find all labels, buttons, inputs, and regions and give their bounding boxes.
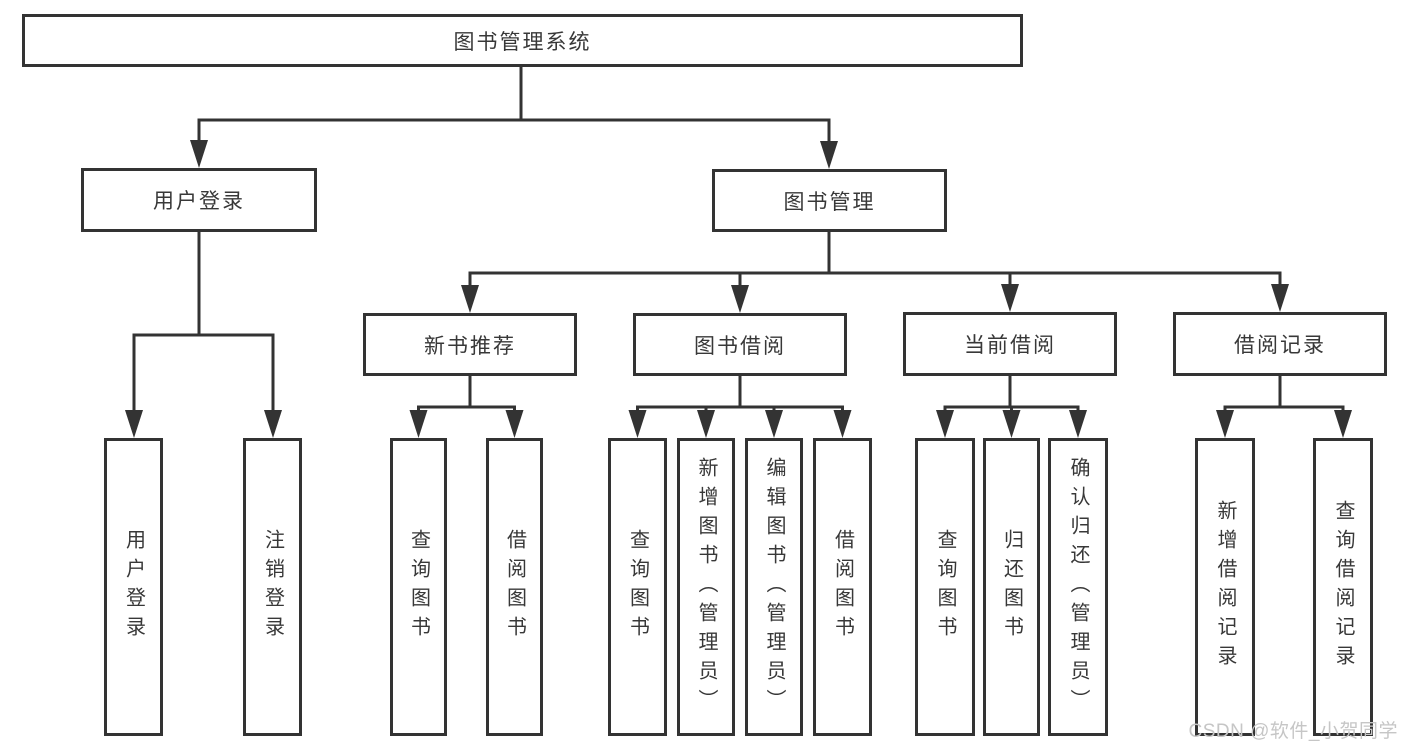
leaf-cb-query-books-label: 查询图书 [934, 529, 956, 645]
leaf-rec-borrow-books-label: 借阅图书 [503, 529, 526, 645]
leaf-br-add-record: 新增借阅记录 [1195, 438, 1255, 736]
connector-user-login-to-leaves [125, 232, 282, 438]
leaf-bb-query-books-label: 查询图书 [626, 529, 649, 645]
leaf-cb-confirm-return-label: 确认归还（管理员） [1067, 456, 1089, 718]
node-borrow-records: 借阅记录 [1173, 312, 1387, 376]
leaf-br-query-record: 查询借阅记录 [1313, 438, 1373, 736]
node-book-borrow: 图书借阅 [633, 313, 847, 376]
leaf-bb-query-books: 查询图书 [608, 438, 667, 736]
node-user-login-label: 用户登录 [153, 190, 245, 213]
connector-borrow-records-to-leaves [1216, 376, 1352, 438]
leaf-bb-borrow-books: 借阅图书 [813, 438, 872, 736]
node-current-borrow: 当前借阅 [903, 312, 1117, 376]
leaf-bb-add-books: 新增图书（管理员） [677, 438, 735, 736]
leaf-user-login: 用户登录 [104, 438, 163, 736]
node-new-book-rec: 新书推荐 [363, 313, 577, 376]
connector-current-borrow-to-leaves [936, 376, 1087, 438]
leaf-cb-return-books-label: 归还图书 [1000, 529, 1023, 645]
node-current-borrow-label: 当前借阅 [964, 334, 1056, 357]
leaf-user-login-label: 用户登录 [122, 529, 145, 645]
connector-book-borrow-to-leaves [628, 376, 852, 438]
leaf-logout-label: 注销登录 [261, 529, 284, 645]
node-book-borrow-label: 图书借阅 [694, 334, 786, 358]
leaf-br-add-record-label: 新增借阅记录 [1214, 500, 1236, 674]
node-book-mgmt: 图书管理 [712, 169, 947, 232]
node-book-mgmt-label: 图书管理 [783, 190, 876, 214]
leaf-bb-edit-books-label: 编辑图书（管理员） [763, 456, 785, 718]
leaf-rec-query-books-label: 查询图书 [407, 529, 430, 645]
node-new-book-rec-label: 新书推荐 [424, 334, 516, 358]
node-root-label: 图书管理系统 [453, 30, 592, 54]
leaf-rec-borrow-books: 借阅图书 [486, 438, 543, 736]
leaf-bb-borrow-books-label: 借阅图书 [831, 529, 854, 645]
leaf-bb-edit-books: 编辑图书（管理员） [745, 438, 803, 736]
leaf-cb-confirm-return: 确认归还（管理员） [1048, 438, 1108, 736]
connector-root-to-level2 [190, 67, 838, 169]
node-borrow-records-label: 借阅记录 [1234, 334, 1326, 357]
leaf-logout: 注销登录 [243, 438, 302, 736]
leaf-cb-query-books: 查询图书 [915, 438, 975, 736]
node-user-login: 用户登录 [81, 168, 317, 232]
connector-book-mgmt-to-level3 [461, 232, 1289, 313]
connector-new-book-rec-to-leaves [409, 376, 524, 438]
node-root: 图书管理系统 [22, 14, 1023, 67]
leaf-bb-add-books-label: 新增图书（管理员） [695, 456, 717, 718]
watermark: CSDN @软件_小贺同学 [1188, 721, 1398, 742]
leaf-rec-query-books: 查询图书 [390, 438, 447, 736]
leaf-cb-return-books: 归还图书 [983, 438, 1040, 736]
leaf-br-query-record-label: 查询借阅记录 [1332, 500, 1354, 674]
